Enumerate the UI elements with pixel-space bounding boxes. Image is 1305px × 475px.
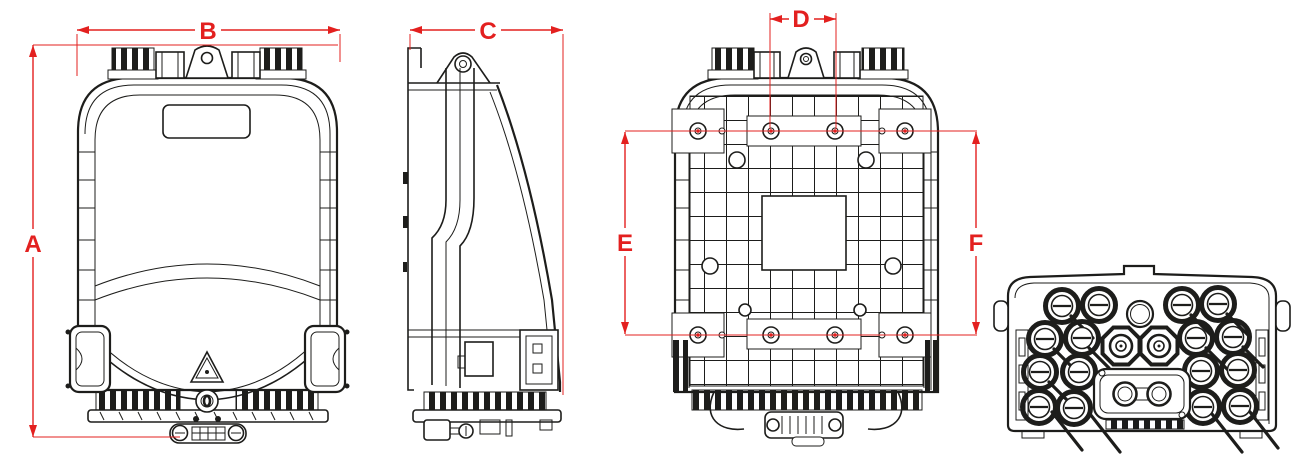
dimension-label-a: A — [24, 231, 41, 258]
side-hanging-lug — [436, 52, 491, 84]
dimension-label-e: E — [617, 230, 633, 257]
side-wing-left — [993, 300, 1009, 332]
back-bottom-fins — [691, 389, 923, 411]
latch-left — [68, 324, 112, 394]
ports-shell-outline — [1006, 264, 1278, 433]
drop-port — [1177, 319, 1215, 357]
feeder-port — [1138, 325, 1180, 367]
dimension-D: D — [769, 6, 837, 129]
cable-hook-left — [709, 391, 745, 431]
exit-cable-rods — [1050, 410, 1280, 454]
side-clamp — [423, 419, 451, 441]
drop-port — [1080, 286, 1118, 324]
drop-port — [1060, 353, 1098, 391]
drop-port — [1219, 351, 1257, 389]
side-bottom-fins — [423, 391, 547, 413]
laser-warning-icon — [189, 350, 225, 383]
rim-hinge-ticks — [78, 151, 337, 301]
side-tab — [464, 341, 494, 377]
sloped-cover-edge — [495, 84, 562, 392]
dimension-label-d: D — [792, 6, 809, 33]
bottom-fins-right — [235, 389, 319, 411]
feeder-port — [1100, 325, 1142, 367]
dimension-F: F — [964, 132, 989, 334]
front-view — [65, 45, 350, 444]
drop-port — [1055, 389, 1093, 427]
side-strap — [431, 68, 447, 385]
label-plate — [162, 104, 251, 139]
top-post-left — [155, 51, 185, 79]
drop-port — [1214, 318, 1252, 356]
cover-lock-icon — [195, 389, 219, 413]
drop-port — [1020, 388, 1058, 426]
dimension-label-b: B — [199, 18, 216, 45]
front-shell-outline — [76, 76, 339, 392]
dimension-label-c: C — [479, 18, 496, 45]
bottom-fins-left — [95, 389, 181, 411]
drop-port — [1199, 285, 1237, 323]
side-wing-right — [1275, 300, 1291, 332]
drop-port — [1221, 387, 1259, 425]
cover-arc-band — [94, 263, 321, 287]
dimension-C: C — [409, 17, 564, 395]
dimension-A: A — [21, 44, 338, 438]
top-post-right — [231, 51, 261, 79]
bottom-comb — [1105, 419, 1185, 430]
bottom-ports-view — [993, 264, 1291, 454]
drop-port — [1163, 286, 1201, 324]
side-body-outline — [407, 47, 421, 391]
drop-port — [1043, 287, 1081, 325]
dimension-label-f: F — [969, 230, 984, 257]
drop-port — [1026, 320, 1064, 358]
side-view — [403, 47, 562, 441]
dimension-annotations: A B C D E — [21, 6, 989, 438]
latch-right — [303, 324, 347, 394]
lug-hole — [200, 51, 214, 65]
grid-center-panel — [761, 195, 847, 271]
dimension-B: B — [76, 17, 341, 76]
dimension-E: E — [613, 132, 638, 334]
cable-hook-right — [867, 391, 903, 431]
oval-cable-clamp — [1092, 367, 1192, 421]
back-view — [671, 47, 940, 447]
